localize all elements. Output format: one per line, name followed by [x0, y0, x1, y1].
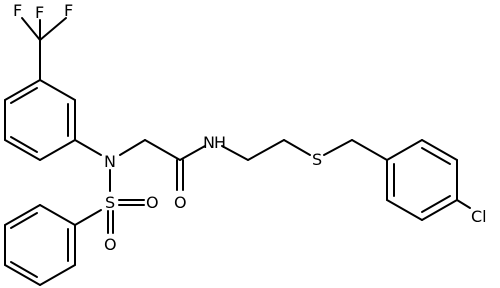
atom-o-carbonyl: O — [174, 193, 187, 212]
ring3-bond — [386, 199, 423, 221]
bond-c-f1 — [21, 17, 41, 41]
atom-cl: Cl — [471, 207, 487, 226]
atom-n-sulfonamide: N — [104, 152, 116, 171]
bond-ring-cl — [456, 199, 471, 209]
bond-ring-n — [74, 139, 102, 156]
bond-s-ch2 — [323, 139, 353, 156]
ring1-double-bond — [10, 136, 38, 153]
atom-labels: F F F N S O O O N H S Cl — [13, 1, 487, 254]
bond-ch2-co — [144, 139, 181, 161]
ring2-bond — [4, 264, 41, 286]
atom-o-sulfonyl-right: O — [146, 193, 159, 212]
atom-o-sulfonyl-down: O — [104, 235, 117, 254]
bonds — [4, 17, 471, 286]
bond-co-nh — [179, 145, 206, 161]
ring1-bond — [4, 79, 41, 101]
bond-ch2-ch2 — [247, 139, 285, 161]
bond-n-ch2 — [119, 139, 146, 156]
atom-h-amide: H — [214, 133, 226, 152]
ring1-bond — [4, 139, 41, 161]
ring2-bond — [4, 204, 41, 226]
ring3-double-bond — [421, 147, 451, 165]
ring3-bond — [386, 139, 423, 161]
atom-n-amide: N — [203, 133, 215, 152]
ring2-bond — [39, 264, 76, 286]
bond-ch2-s — [283, 139, 311, 156]
atom-s-thioether: S — [312, 150, 322, 169]
ring3-double-bond — [421, 195, 451, 213]
atom-f2: F — [35, 3, 44, 22]
ring3-bond — [421, 139, 458, 161]
atom-s-sulfonyl: S — [105, 193, 115, 212]
bond-c-f3 — [39, 17, 67, 41]
ring1-bond — [39, 139, 76, 161]
atom-f1: F — [13, 1, 22, 20]
ring1-bond — [39, 79, 76, 101]
ring1-double-bond — [10, 87, 38, 104]
bond-s-phenyl — [74, 209, 102, 226]
ring2-double-bond — [10, 261, 38, 278]
ring3-bond — [421, 199, 458, 221]
atom-f3: F — [64, 1, 73, 20]
ring2-double-bond — [10, 212, 38, 229]
bond-nh-ch2 — [221, 145, 249, 161]
bond-ch2-ring — [351, 139, 388, 161]
ring2-bond — [39, 204, 76, 226]
